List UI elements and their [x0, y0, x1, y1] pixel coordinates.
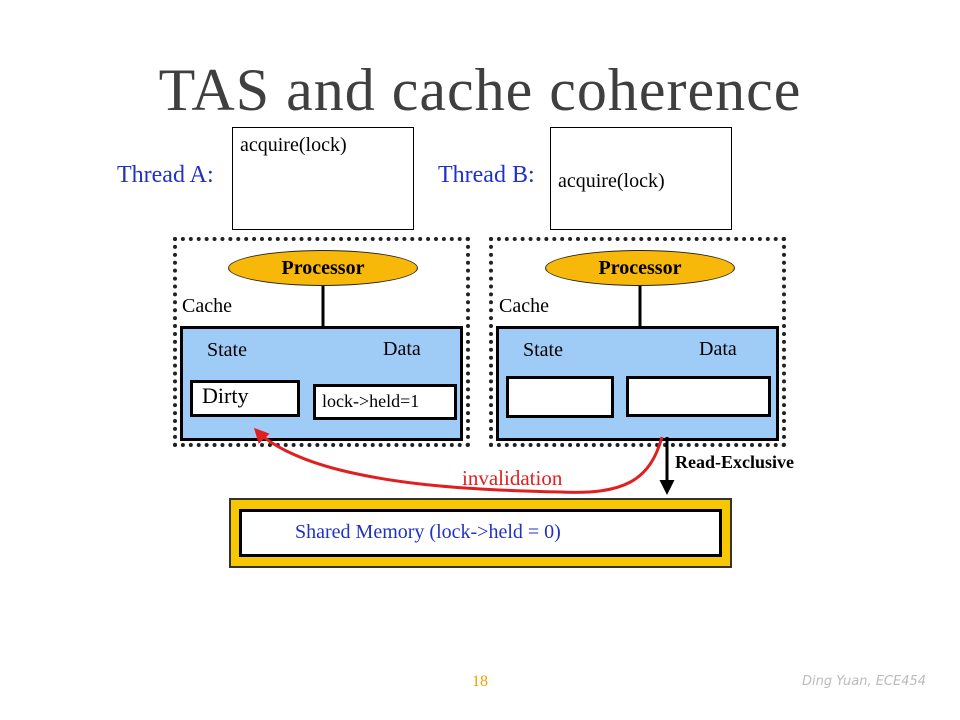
cache-a-data-cell: lock->held=1	[313, 384, 457, 420]
invalidation-label: invalidation	[462, 466, 563, 490]
thread-a-label: Thread A:	[117, 162, 214, 188]
processor-a: Processor	[228, 250, 418, 286]
shared-memory: Shared Memory (lock->held = 0)	[239, 509, 722, 557]
cache-a: State Data Dirty lock->held=1	[180, 326, 463, 441]
cache-a-state-header: State	[207, 339, 247, 361]
shared-memory-label: Shared Memory (lock->held = 0)	[295, 521, 561, 543]
invalidation-arrow	[253, 427, 664, 494]
cache-b-data-header: Data	[699, 338, 737, 360]
node-b-frame	[489, 237, 786, 447]
cache-a-data-value: lock->held=1	[322, 391, 420, 411]
cache-b-data-cell	[626, 376, 771, 417]
cache-b-state-cell	[506, 376, 614, 418]
cache-a-state-cell: Dirty	[190, 380, 300, 417]
thread-a-code-box: acquire(lock)	[232, 127, 414, 230]
thread-b-code: acquire(lock)	[558, 170, 665, 192]
slide-footer: Ding Yuan, ECE454	[802, 674, 927, 689]
page-number: 18	[472, 673, 488, 690]
cache-a-data-header: Data	[383, 338, 421, 360]
node-a-frame	[173, 237, 470, 447]
cache-b-state-header: State	[523, 339, 563, 361]
cache-b-label: Cache	[499, 295, 549, 317]
thread-b-label: Thread B:	[438, 162, 535, 188]
thread-b-code-box: acquire(lock)	[550, 127, 732, 230]
cache-a-label: Cache	[182, 295, 232, 317]
cache-b: State Data	[496, 326, 779, 441]
read-exclusive-label: Read-Exclusive	[675, 452, 794, 472]
slide-title: TAS and cache coherence	[158, 57, 802, 123]
processor-b: Processor	[545, 250, 735, 286]
shared-memory-frame: Shared Memory (lock->held = 0)	[229, 498, 732, 568]
thread-a-code: acquire(lock)	[240, 134, 347, 156]
cache-a-state-value: Dirty	[202, 383, 249, 408]
